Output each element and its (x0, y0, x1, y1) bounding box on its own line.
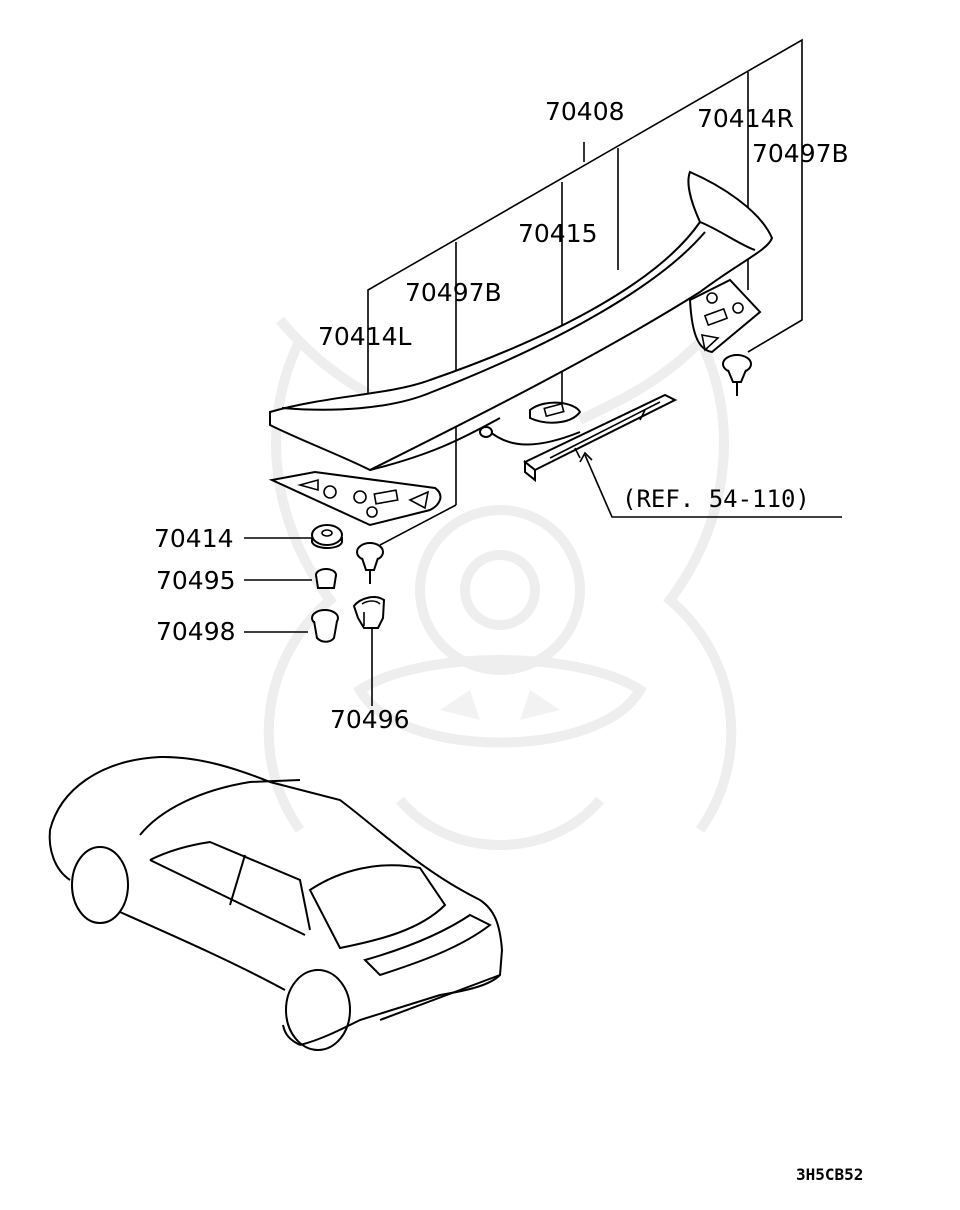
clip-nut (352, 596, 386, 629)
label-70414: 70414 (154, 524, 234, 553)
samurai-watermark (263, 316, 737, 850)
washer (311, 524, 343, 549)
grommet (311, 609, 339, 643)
leader-lines (244, 38, 842, 706)
car-outline (48, 755, 504, 1051)
label-70414L: 70414L (318, 322, 412, 351)
label-70498: 70498 (156, 617, 236, 646)
label-70414R: 70414R (697, 104, 794, 133)
diagram-code: 3H5CB52 (796, 1165, 863, 1184)
brake-light-assembly (479, 393, 678, 483)
label-70495: 70495 (156, 566, 236, 595)
clip-left (356, 542, 384, 584)
label-70496: 70496 (330, 705, 410, 734)
label-70408: 70408 (545, 97, 625, 126)
nut (315, 568, 337, 589)
label-70497B-right: 70497B (752, 139, 849, 168)
label-70497B-left: 70497B (405, 278, 502, 307)
label-70415: 70415 (518, 219, 598, 248)
rear-spoiler (269, 170, 774, 472)
right-bracket (688, 278, 762, 354)
left-bracket (268, 470, 442, 527)
label-ref-54-110: (REF. 54-110) (622, 485, 810, 513)
clip-right (722, 354, 752, 396)
